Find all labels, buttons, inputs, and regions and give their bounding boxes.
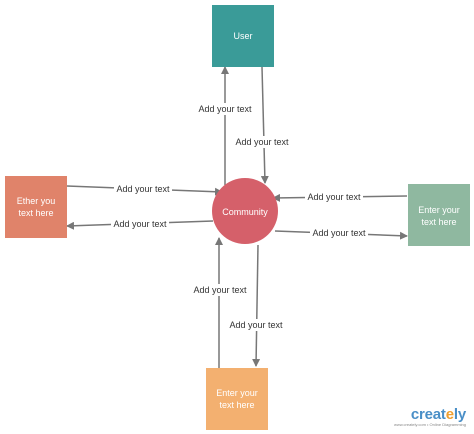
node-bottom[interactable]: Enter your text here [206, 368, 268, 430]
node-right-box[interactable] [408, 184, 470, 246]
edge-label-community-to-left: Add your text [113, 219, 167, 229]
node-right[interactable]: Enter your text here [408, 184, 470, 246]
node-right-label-line2: text here [421, 217, 456, 227]
node-bottom-box[interactable] [206, 368, 268, 430]
creately-logo: creately [410, 406, 466, 423]
edge-label-community-to-right: Add your text [312, 228, 366, 238]
edge-label-user-to-community: Add your text [235, 137, 289, 147]
edge-label-right-to-community: Add your text [307, 192, 361, 202]
creately-watermark: creately www.creately.com • Online Diagr… [393, 406, 466, 428]
node-left-label-line2: text here [18, 208, 53, 218]
node-community[interactable]: Community [212, 178, 278, 244]
edge-label-bottom-to-community: Add your text [193, 285, 247, 295]
node-community-label: Community [222, 207, 268, 217]
arrow-community-to-bottom[interactable] [252, 244, 261, 367]
arrow-user-to-community[interactable] [260, 66, 269, 184]
node-user-label: User [233, 31, 252, 41]
edge-labels: Add your text Add your text Add your tex… [111, 103, 368, 331]
node-left-label-line1: Ether you [17, 196, 56, 206]
edge-label-community-to-user: Add your text [198, 104, 252, 114]
node-bottom-label-line2: text here [219, 400, 254, 410]
edge-label-left-to-community: Add your text [116, 184, 170, 194]
node-user-box[interactable] [212, 5, 274, 67]
node-user[interactable]: User [212, 5, 274, 67]
creately-tagline: www.creately.com • Online Diagramming [393, 422, 466, 427]
node-bottom-label-line1: Enter your [216, 388, 258, 398]
node-community-circle[interactable] [212, 178, 278, 244]
edge-label-community-to-bottom: Add your text [229, 320, 283, 330]
node-left-box[interactable] [5, 176, 67, 238]
node-left[interactable]: Ether you text here [5, 176, 67, 238]
node-right-label-line1: Enter your [418, 205, 460, 215]
